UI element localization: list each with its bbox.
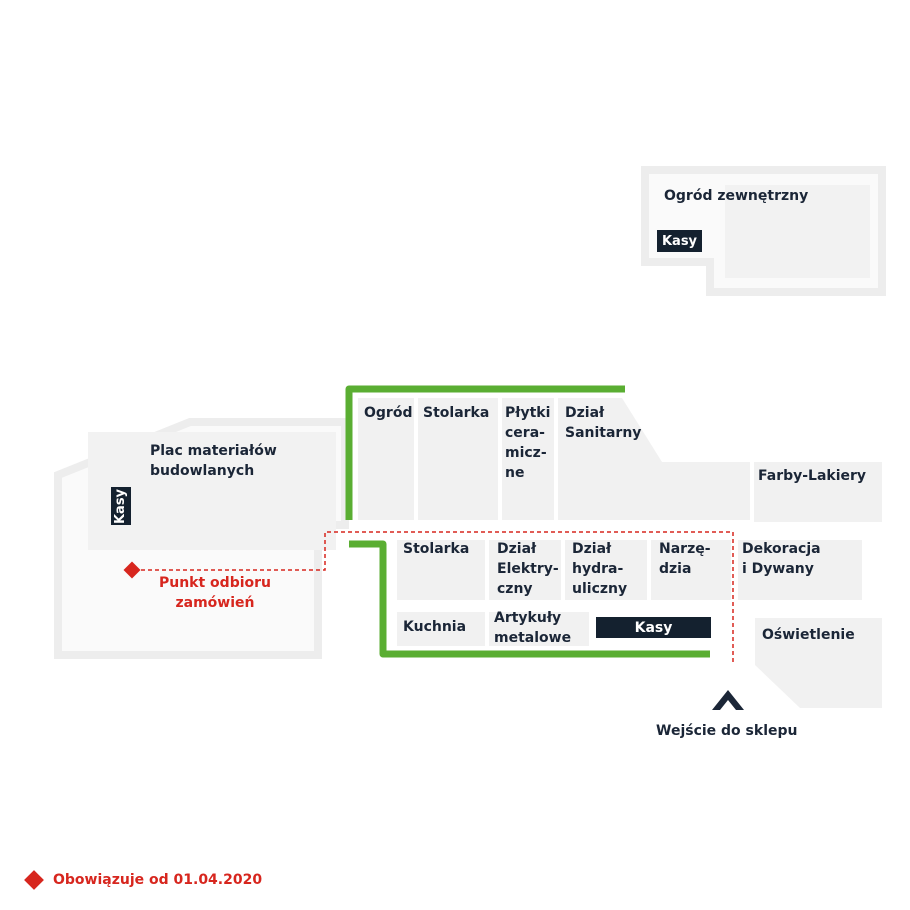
- outdoor-garden-kasy-label: Kasy: [661, 233, 698, 249]
- outdoor-garden-building: [641, 166, 886, 296]
- zone-sanitarny: [558, 398, 750, 520]
- zone-farby: [754, 462, 882, 522]
- outdoor-garden-kasy: Kasy: [657, 230, 702, 252]
- entrance-label: Wejście do sklepu: [656, 723, 798, 739]
- store-outline: [345, 385, 710, 658]
- building-materials-title: Plac materiałów budowlanych: [150, 443, 277, 479]
- dept-ogrod: Ogród: [364, 405, 413, 421]
- zone-stolarka-mid: [397, 540, 485, 600]
- building-materials-kasy-label: Kasy: [113, 488, 129, 524]
- zone-hydrauliczny: [565, 540, 647, 600]
- zone-dekoracja: [738, 540, 862, 600]
- building-materials-kasy: Kasy: [111, 487, 131, 525]
- outdoor-garden-zone: [725, 185, 870, 278]
- dept-oswietlenie: Oświetlenie: [762, 627, 855, 643]
- zone-oswietlenie: [755, 618, 882, 708]
- legend-text: Obowiązuje od 01.04.2020: [53, 872, 263, 888]
- zone-narzedzia: [651, 540, 731, 600]
- zone-stolarka-top: [418, 398, 498, 520]
- dept-elektryczny: Dział Elektry- czny: [497, 541, 559, 597]
- zone-plytki: [502, 398, 554, 520]
- main-kasy-label: Kasy: [634, 619, 673, 636]
- dept-sanitarny: Dział Sanitarny: [565, 405, 642, 441]
- dept-farby: Farby-Lakiery: [758, 468, 867, 484]
- outdoor-garden-title: Ogród zewnętrzny: [664, 188, 809, 204]
- entrance-arrow-icon: [712, 690, 744, 710]
- dept-plytki: Płytki cera- micz- ne: [505, 405, 551, 481]
- pickup-route: [140, 531, 734, 662]
- main-kasy: Kasy: [596, 617, 711, 638]
- dept-hydrauliczny: Dział hydra- uliczny: [572, 541, 628, 597]
- dept-artykuly: Artykuły metalowe: [494, 610, 572, 646]
- dept-stolarka-mid: Stolarka: [403, 541, 470, 557]
- dept-kuchnia: Kuchnia: [403, 619, 467, 635]
- zone-artykuly: [489, 612, 589, 646]
- department-zones: [358, 398, 882, 708]
- zone-kuchnia: [397, 612, 485, 646]
- dept-dekoracja: Dekoracja i Dywany: [742, 541, 821, 577]
- zone-ogrod: [358, 398, 414, 520]
- dept-narzedzia: Narzę- dzia: [659, 541, 711, 577]
- pickup-point-label: Punkt odbioru zamówień: [158, 575, 272, 611]
- dept-stolarka-top: Stolarka: [423, 405, 490, 421]
- zone-elektryczny: [489, 540, 561, 600]
